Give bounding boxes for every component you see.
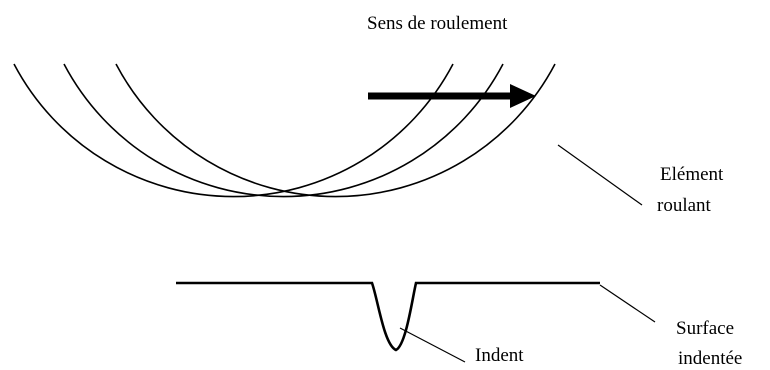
rolling-element-arc-2 [63,63,504,198]
arrow-head [510,84,536,108]
indented-surface [176,281,600,352]
rolling-element-label-line1: Elément [660,164,724,185]
surface-label-line2: indentée [678,348,742,369]
direction-label: Sens de roulement [367,13,508,34]
rolling-element-label: Elément roulant [657,164,728,216]
rolling-element-label-line2: roulant [657,195,712,216]
indent-leader [399,327,466,363]
surface-leader [599,284,656,323]
leader-lines [399,144,656,363]
rolling-direction-arrow [368,84,536,108]
rolling-element-arc-3 [115,63,556,198]
rolling-element-arcs [13,63,556,198]
surface-label-line1: Surface [676,318,734,339]
surface-line [176,281,600,352]
surface-label: Surface indentée [676,318,742,369]
indent-label: Indent [475,345,524,366]
rolling-element-leader [557,144,643,206]
rolling-element-arc-1 [13,63,454,198]
